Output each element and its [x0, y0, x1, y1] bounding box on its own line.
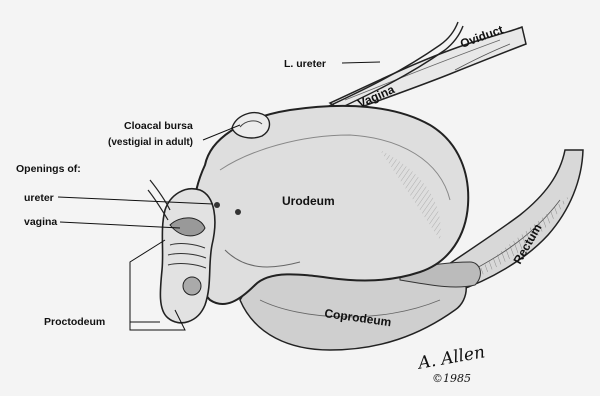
- proctodeum-label: Proctodeum: [44, 316, 105, 328]
- cloacal-bursa: [232, 113, 270, 138]
- ureter-opening-label: ureter: [24, 192, 54, 204]
- l-ureter-label: L. ureter: [284, 58, 326, 70]
- openings-of-heading: Openings of:: [16, 163, 81, 175]
- vestigial-note: (vestigial in adult): [108, 137, 193, 149]
- cloacal-bursa-label: Cloacal bursa: [124, 120, 193, 132]
- copyright-year: ©1985: [432, 372, 471, 385]
- ureter-opening: [214, 202, 220, 208]
- vagina-opening-label: vagina: [24, 216, 57, 228]
- ureter-opening-2: [235, 209, 241, 215]
- urodeum-label: Urodeum: [282, 194, 335, 208]
